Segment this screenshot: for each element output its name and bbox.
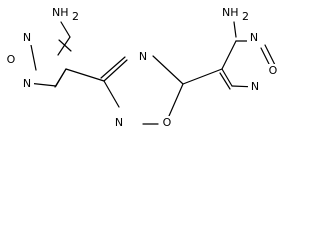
bond xyxy=(100,56,126,79)
right-amine-main: NH xyxy=(222,6,239,19)
bond xyxy=(221,40,237,70)
right-furazan-n-top: N xyxy=(247,31,261,45)
left-furazan-o: O xyxy=(4,53,18,67)
bond xyxy=(221,68,233,87)
left-furazan-n-bottom: N xyxy=(20,77,34,91)
right-furazan-o: O xyxy=(266,64,280,78)
bond xyxy=(54,68,67,88)
bond xyxy=(58,39,72,52)
oxadiazole-o-label: O xyxy=(163,116,172,129)
right-furazan-n-top-label: N xyxy=(250,31,258,44)
right-amine-subscript: 2 xyxy=(242,10,249,23)
right-furazan-n-bottom-label: N xyxy=(251,80,259,93)
bonds xyxy=(27,21,277,125)
left-furazan-o-label: O xyxy=(7,53,16,66)
oxadiazole-n-top: N xyxy=(136,50,150,64)
left-furazan-n-top: N xyxy=(20,31,34,45)
oxadiazole-n-top-label: N xyxy=(139,50,147,63)
bond xyxy=(152,55,184,85)
right-furazan-o-label: O xyxy=(269,64,278,77)
left-furazan-n-bottom-label: N xyxy=(23,77,31,90)
right-furazan-n-bottom: N xyxy=(248,80,262,94)
bond xyxy=(65,68,105,82)
chemical-structure: NH 2 N O N N N O NH 2 N O xyxy=(4,5,280,130)
bond xyxy=(57,36,71,56)
bond xyxy=(60,21,71,38)
bond xyxy=(168,83,184,117)
bond xyxy=(219,72,231,90)
oxadiazole-n-bottom-label: N xyxy=(115,116,123,129)
left-furazan-n-top-label: N xyxy=(23,31,31,44)
bond xyxy=(103,80,120,108)
left-amine-main: NH xyxy=(52,6,69,19)
right-amine-label: NH 2 xyxy=(219,5,249,23)
bond xyxy=(233,21,237,38)
oxadiazole-n-bottom: N xyxy=(112,116,126,130)
bond xyxy=(103,59,128,82)
bond xyxy=(264,44,277,68)
oxadiazole-o: O xyxy=(160,116,174,130)
bond xyxy=(182,68,223,85)
left-amine-subscript: 2 xyxy=(72,10,79,23)
left-amine-label: NH 2 xyxy=(49,5,79,23)
